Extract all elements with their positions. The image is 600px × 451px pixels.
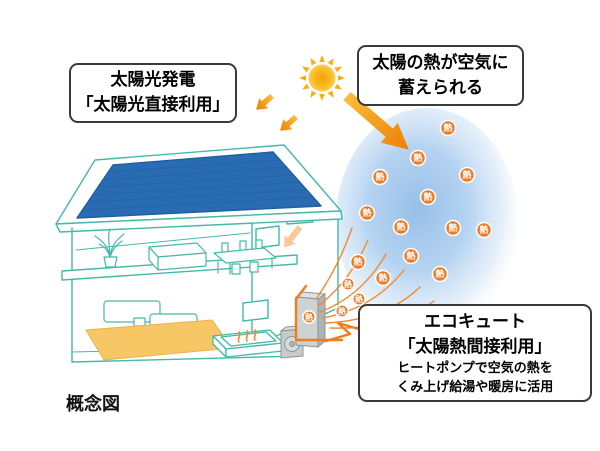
callout-leader-zigzag xyxy=(324,321,364,343)
solar-panel xyxy=(76,151,322,219)
heat-label: 熱 xyxy=(406,250,415,261)
heat-circles: 熱 熱 熱 熱 熱 熱 熱 熱 熱 熱 熱 熱 熱 熱 熱 熱 熱 xyxy=(301,119,493,324)
dining-table xyxy=(213,239,277,275)
heat-flow-arrow xyxy=(343,91,409,150)
ac-airflow-arrow xyxy=(283,225,303,248)
ecocute-title-line2: 「太陽熱間接利用」 xyxy=(398,336,552,356)
ecocute-title-line1: エコキュート xyxy=(424,312,526,332)
air-callout-line2: 蓄えられる xyxy=(398,77,483,97)
heat-label: 熱 xyxy=(338,306,346,316)
roof-fascia xyxy=(55,210,343,233)
heat-label: 熱 xyxy=(462,169,471,180)
heat-label: 熱 xyxy=(423,191,432,202)
heat-label: 熱 xyxy=(353,256,362,267)
heat-label: 熱 xyxy=(443,122,452,133)
heat-label: 熱 xyxy=(479,224,488,235)
heat-label: 熱 xyxy=(378,272,387,283)
heat-label: 熱 xyxy=(396,221,405,232)
solar-power-callout: 太陽光発電 「太陽光直接利用」 xyxy=(69,63,237,123)
ecocute-desc-line1: ヒートポンプで空気の熱を xyxy=(397,360,553,376)
ecocute-desc-line2: くみ上げ給湯や暖房に活用 xyxy=(396,378,554,394)
heat-label: 熱 xyxy=(305,312,313,322)
solar-callout-line2: 「太陽光直接利用」 xyxy=(76,95,230,114)
heated-floor xyxy=(85,319,233,361)
solar-callout-line1: 太陽光発電 xyxy=(110,70,196,90)
bathtub xyxy=(212,329,284,358)
house-base xyxy=(71,355,299,363)
heat-label: 熱 xyxy=(448,222,457,233)
diagram-caption: 概念図 xyxy=(66,394,120,414)
air-callout-line1: 太陽の熱が空気に xyxy=(372,52,509,72)
heat-label: 熱 xyxy=(413,152,422,163)
heat-label: 熱 xyxy=(362,207,371,218)
heat-label: 熱 xyxy=(355,294,363,304)
kitchen-counter xyxy=(148,242,207,271)
tank-highlight-line xyxy=(294,284,344,342)
steam-icon xyxy=(237,329,257,343)
plant xyxy=(94,228,125,268)
heat-label: 熱 xyxy=(435,268,444,279)
sun-icon xyxy=(299,55,345,101)
solar-heat-air-callout: 太陽の熱が空気に 蓄えられる xyxy=(357,45,524,106)
ecocute-callout: エコキュート 「太陽熱間接利用」 ヒートポンプで空気の熱を くみ上げ給湯や暖房に… xyxy=(358,304,592,402)
heat-label: 熱 xyxy=(375,171,384,182)
tv-panel xyxy=(242,299,269,322)
house-illustration xyxy=(55,144,343,363)
heat-label: 熱 xyxy=(344,279,352,289)
